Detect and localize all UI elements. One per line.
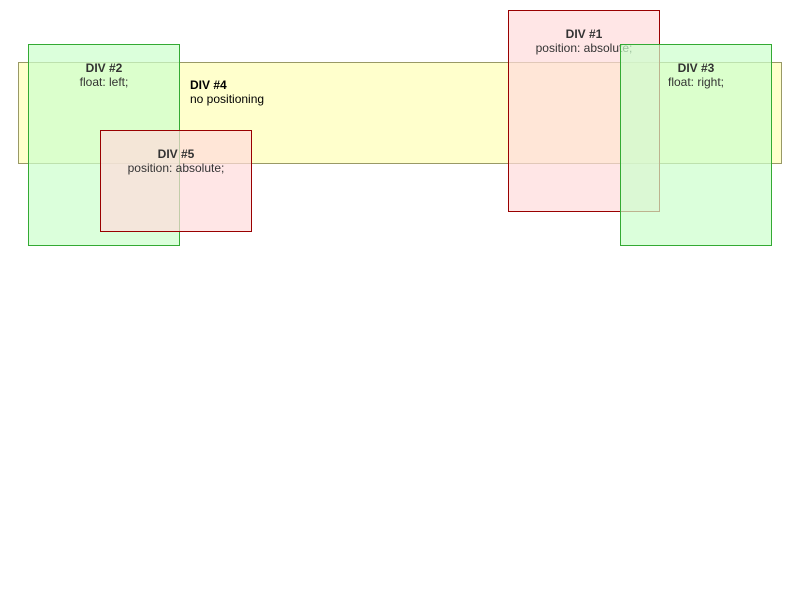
div1-title: DIV #1 [565, 27, 603, 41]
div5-title: DIV #5 [157, 147, 195, 161]
div1-description: position: absolute; [535, 41, 633, 55]
div3-float-right-box: DIV #3 float: right; [620, 44, 772, 246]
div3-title: DIV #3 [677, 61, 715, 75]
div3-description: float: right; [667, 75, 725, 89]
div4-title: DIV #4 [190, 78, 227, 92]
div5-absolute-box: DIV #5 position: absolute; [100, 130, 252, 232]
div2-title: DIV #2 [85, 61, 123, 75]
div2-description: float: left; [79, 75, 129, 89]
div4-label: DIV #4 no positioning [190, 78, 264, 106]
div4-description: no positioning [190, 92, 265, 106]
div5-description: position: absolute; [127, 161, 225, 175]
